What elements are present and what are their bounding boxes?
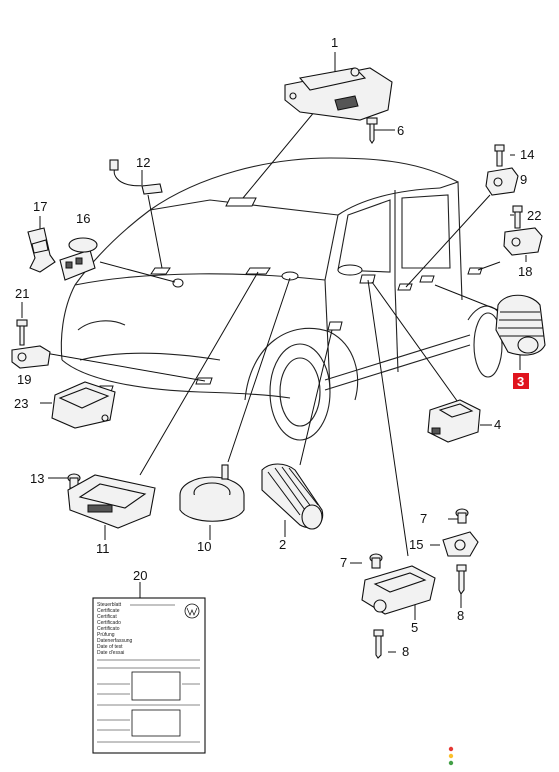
part-14-bolt — [494, 144, 505, 167]
certificate-line: Certificado — [97, 620, 121, 626]
part-4-sensor — [427, 399, 481, 443]
callout-18: 18 — [518, 264, 532, 279]
callout-3-highlight: 3 — [513, 373, 529, 389]
callout-3: 3 — [517, 374, 524, 389]
part-22-bolt — [512, 205, 523, 229]
part-15-bracket — [442, 531, 479, 557]
callout-7-left: 7 — [340, 555, 347, 570]
callout-14: 14 — [520, 147, 534, 162]
part-8-screw-left — [373, 629, 384, 659]
callout-23: 23 — [14, 396, 28, 411]
part-7-nut-left — [369, 553, 383, 569]
part-5-sensor — [361, 565, 436, 615]
callout-10: 10 — [197, 539, 211, 554]
part-17-clip — [27, 227, 56, 273]
part-8-screw-right — [456, 564, 467, 596]
part-1-bracket — [284, 67, 393, 121]
part-21-bolt — [16, 319, 28, 346]
callout-6: 6 — [397, 123, 404, 138]
part-20-certificate: Steuerblatt Certificate Certificat Certi… — [92, 597, 206, 754]
callout-8-left: 8 — [402, 644, 409, 659]
callout-13: 13 — [30, 471, 44, 486]
callout-9: 9 — [520, 172, 527, 187]
certificate-line: Steuerblatt — [97, 602, 122, 608]
callout-7-right: 7 — [420, 511, 427, 526]
callout-16: 16 — [76, 211, 90, 226]
callout-1: 1 — [331, 35, 338, 50]
certificate-line: Date d'essai — [97, 650, 124, 656]
indicator-yellow-dot — [448, 753, 454, 759]
callout-19: 19 — [17, 372, 31, 387]
certificate-line: Date of test — [97, 644, 123, 650]
certificate-line: Prüfung — [97, 632, 115, 638]
callout-2: 2 — [279, 537, 286, 552]
callout-labels: 1 6 12 14 9 17 16 22 18 21 19 3 23 4 13 … — [14, 35, 541, 659]
callout-8-right: 8 — [457, 608, 464, 623]
callout-5: 5 — [411, 620, 418, 635]
part-12-sensor — [109, 159, 163, 195]
part-16-connector — [59, 237, 98, 281]
car-outline — [60, 157, 506, 441]
part-18-sensor — [503, 227, 543, 256]
callout-15: 15 — [409, 537, 423, 552]
part-23-module — [51, 381, 116, 429]
callout-20: 20 — [133, 568, 147, 583]
part-2-bellows — [261, 463, 324, 530]
certificate-line: Certificat — [97, 614, 117, 620]
leader-lines — [21, 52, 527, 653]
indicator-red-dot — [448, 746, 454, 752]
part-3-bellows — [495, 294, 546, 356]
certificate-text-lines: Steuerblatt Certificate Certificat Certi… — [97, 602, 133, 656]
part-19-sensor — [11, 345, 51, 369]
certificate-line: Datenerfassung — [97, 638, 133, 644]
certificate-line: Certificato — [97, 626, 120, 632]
callout-21: 21 — [15, 286, 29, 301]
part-7-nut-right — [455, 508, 469, 524]
part-10-clockspring — [179, 464, 245, 522]
part-13-nut — [67, 473, 81, 489]
callout-4: 4 — [494, 417, 501, 432]
part-11-control-unit — [67, 474, 156, 529]
callout-11: 11 — [96, 541, 110, 556]
indicator-green-dot — [448, 760, 454, 766]
part-6-screw — [366, 117, 378, 144]
certificate-line: Certificate — [97, 608, 120, 614]
part-9-sensor — [485, 167, 519, 196]
callout-17: 17 — [33, 199, 47, 214]
callout-12: 12 — [136, 155, 150, 170]
callout-22: 22 — [527, 208, 541, 223]
status-indicator-dots — [448, 746, 454, 766]
